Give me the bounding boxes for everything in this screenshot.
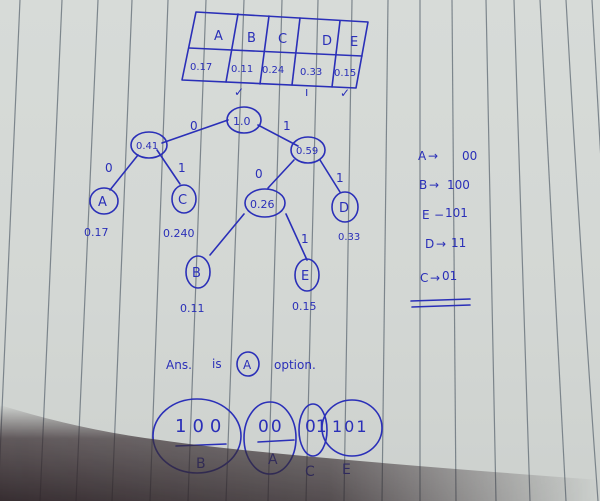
code-row-b: B → 100 (419, 178, 470, 192)
svg-text:1: 1 (283, 119, 291, 133)
svg-text:0: 0 (190, 119, 198, 133)
svg-text:→: → (429, 178, 439, 192)
svg-text:B: B (192, 266, 201, 281)
svg-text:0.59: 0.59 (296, 146, 318, 157)
tree-leaf-c: C 0.240 (163, 184, 197, 240)
svg-text:1.0: 1.0 (233, 115, 251, 128)
tree-edge-labels: 0 1 0 1 0 1 1 (105, 119, 344, 246)
svg-text:100: 100 (447, 178, 470, 192)
svg-text:100: 100 (175, 416, 227, 437)
svg-text:1: 1 (336, 171, 344, 185)
svg-text:option.: option. (274, 358, 316, 372)
underline-2 (411, 304, 471, 308)
check-mark-b: ✓ (234, 85, 244, 99)
svg-text:11: 11 (451, 236, 466, 250)
check-mark-e: ✓ (340, 86, 350, 100)
svg-text:00: 00 (258, 417, 284, 437)
svg-text:00: 00 (462, 149, 477, 163)
tree-edges (109, 119, 341, 261)
tree-node-026: 0.26 (244, 188, 286, 218)
decoding: 100 B 00 A 01 E C 101 E (152, 398, 383, 480)
svg-text:101: 101 (445, 206, 468, 220)
svg-text:is: is (212, 357, 222, 371)
svg-text:→: → (428, 149, 438, 163)
tree-node-root: 1.0 (226, 106, 262, 134)
table-value-c: 0.24 (262, 65, 284, 76)
svg-text:A: A (268, 452, 278, 468)
svg-text:1: 1 (301, 232, 309, 246)
svg-text:C: C (178, 193, 187, 208)
svg-text:B: B (196, 456, 206, 472)
svg-text:0.240: 0.240 (163, 227, 195, 240)
code-row-e: E − 101 (422, 206, 468, 222)
svg-text:0.41: 0.41 (136, 141, 158, 152)
tree-leaf-e: E 0.15 (292, 258, 320, 313)
svg-text:1: 1 (178, 161, 186, 175)
table-value-d: 0.33 (300, 67, 322, 78)
svg-text:E: E (422, 208, 430, 222)
table-value-b: 0.11 (231, 64, 253, 75)
code-row-d: D → 11 (425, 236, 466, 251)
table-header-c: C (278, 32, 287, 47)
svg-text:E: E (342, 462, 351, 478)
code-list: A → 00 B → 100 E − 101 D → 11 C → 01 (410, 149, 477, 308)
svg-text:E: E (301, 269, 309, 284)
svg-text:0.26: 0.26 (250, 198, 275, 211)
underline-1 (410, 298, 471, 302)
table-header-b: B (247, 31, 256, 46)
table-header-e: E (350, 35, 358, 50)
decode-group-e: 101 E (321, 399, 383, 478)
tree-leaf-a: A 0.17 (84, 187, 119, 239)
table-header-d: D (322, 34, 332, 49)
table-value-a: 0.17 (190, 62, 212, 73)
tree-leaf-d: D 0.33 (331, 191, 360, 243)
svg-text:Ans.: Ans. (166, 358, 192, 372)
decode-c-label: C (305, 464, 315, 480)
tree-node-041: 0.41 (130, 131, 168, 159)
tree-node-059: 0.59 (290, 136, 326, 164)
code-row-a: A → 00 (418, 149, 477, 163)
svg-text:A: A (98, 195, 107, 210)
frequency-table: A B C D E 0.17 0.11 0.24 0.33 0.15 ✓ ı ✓ (181, 11, 369, 100)
svg-text:B: B (419, 178, 427, 192)
svg-text:0.33: 0.33 (338, 232, 360, 243)
decode-group-c: 01 E C (298, 403, 328, 480)
svg-text:→: → (436, 237, 446, 251)
table-value-e: 0.15 (334, 68, 356, 79)
answer-line: Ans. is A option. (166, 351, 316, 377)
svg-text:C: C (420, 271, 428, 285)
svg-text:0: 0 (255, 167, 263, 181)
svg-text:01: 01 (442, 269, 457, 283)
svg-text:D: D (425, 237, 434, 251)
svg-text:−: − (434, 208, 444, 222)
svg-text:0.17: 0.17 (84, 226, 109, 239)
svg-text:A: A (418, 149, 427, 163)
svg-text:0.11: 0.11 (180, 302, 205, 315)
code-row-c: C → 01 (420, 269, 457, 285)
svg-text:0: 0 (105, 161, 113, 175)
tick-mark-d: ı (305, 85, 308, 99)
svg-text:→: → (430, 271, 440, 285)
tree-leaf-b: B 0.11 (180, 255, 211, 315)
answer-option: A (243, 358, 252, 372)
svg-text:101: 101 (332, 417, 369, 436)
table-header-a: A (214, 29, 223, 44)
svg-text:D: D (339, 201, 349, 216)
svg-text:0.15: 0.15 (292, 300, 317, 313)
